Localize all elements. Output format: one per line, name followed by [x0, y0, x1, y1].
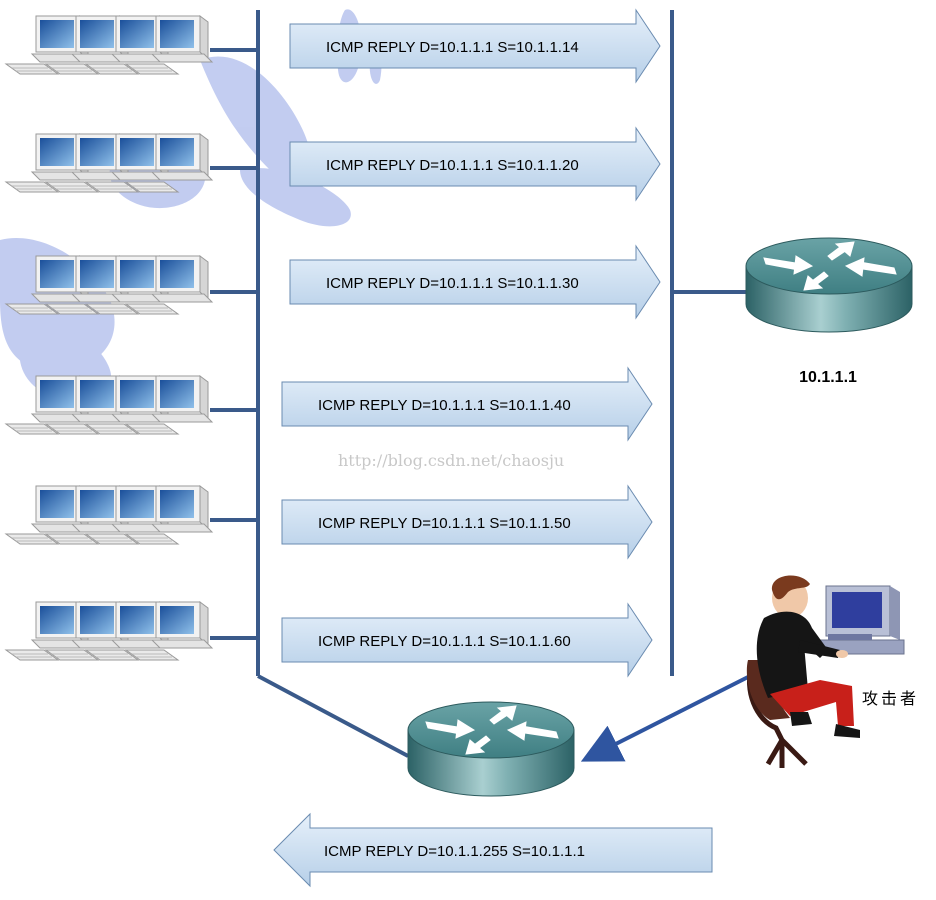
- icmp-reply-arrow: ICMP REPLY D=10.1.1.1 S=10.1.1.14: [289, 9, 661, 83]
- router-icon: [745, 237, 913, 333]
- svg-text:ICMP REPLY D=10.1.1.1 S=10.1.1: ICMP REPLY D=10.1.1.1 S=10.1.1.40: [318, 397, 571, 414]
- icmp-reply-arrow: ICMP REPLY D=10.1.1.1 S=10.1.1.40: [281, 367, 653, 441]
- svg-text:ICMP REPLY D=10.1.1.1 S=10.1.1: ICMP REPLY D=10.1.1.1 S=10.1.1.50: [318, 515, 571, 532]
- icmp-reply-arrow: ICMP REPLY D=10.1.1.1 S=10.1.1.30: [289, 245, 661, 319]
- icmp-reply-arrow: ICMP REPLY D=10.1.1.1 S=10.1.1.60: [281, 603, 653, 677]
- attacker-person-icon: [746, 575, 905, 768]
- svg-text:ICMP REPLY D=10.1.1.1 S=10.1.1: ICMP REPLY D=10.1.1.1 S=10.1.1.20: [326, 157, 579, 174]
- svg-text:ICMP REPLY D=10.1.1.255 S=10.1: ICMP REPLY D=10.1.1.255 S=10.1.1.1: [324, 843, 585, 860]
- router-icon: [407, 701, 575, 797]
- attack-path-arrow: [580, 674, 751, 762]
- svg-text:ICMP REPLY D=10.1.1.1 S=10.1.1: ICMP REPLY D=10.1.1.1 S=10.1.1.60: [318, 633, 571, 650]
- left-network-bus: [210, 10, 409, 758]
- watermark-url: http://blog.csdn.net/chaosju: [338, 451, 564, 470]
- svg-text:ICMP REPLY D=10.1.1.1 S=10.1.1: ICMP REPLY D=10.1.1.1 S=10.1.1.30: [326, 275, 579, 292]
- attacker-label: 攻击者: [862, 689, 919, 708]
- svg-text:ICMP REPLY D=10.1.1.1 S=10.1.1: ICMP REPLY D=10.1.1.1 S=10.1.1.14: [326, 39, 579, 56]
- victim-router-label: 10.1.1.1: [799, 369, 857, 386]
- icmp-reply-arrow: ICMP REPLY D=10.1.1.1 S=10.1.1.50: [281, 485, 653, 559]
- right-network-bus: [670, 10, 748, 676]
- icmp-reply-arrow: ICMP REPLY D=10.1.1.1 S=10.1.1.20: [289, 127, 661, 201]
- broadcast-reply-arrow: ICMP REPLY D=10.1.1.255 S=10.1.1.1: [273, 812, 713, 888]
